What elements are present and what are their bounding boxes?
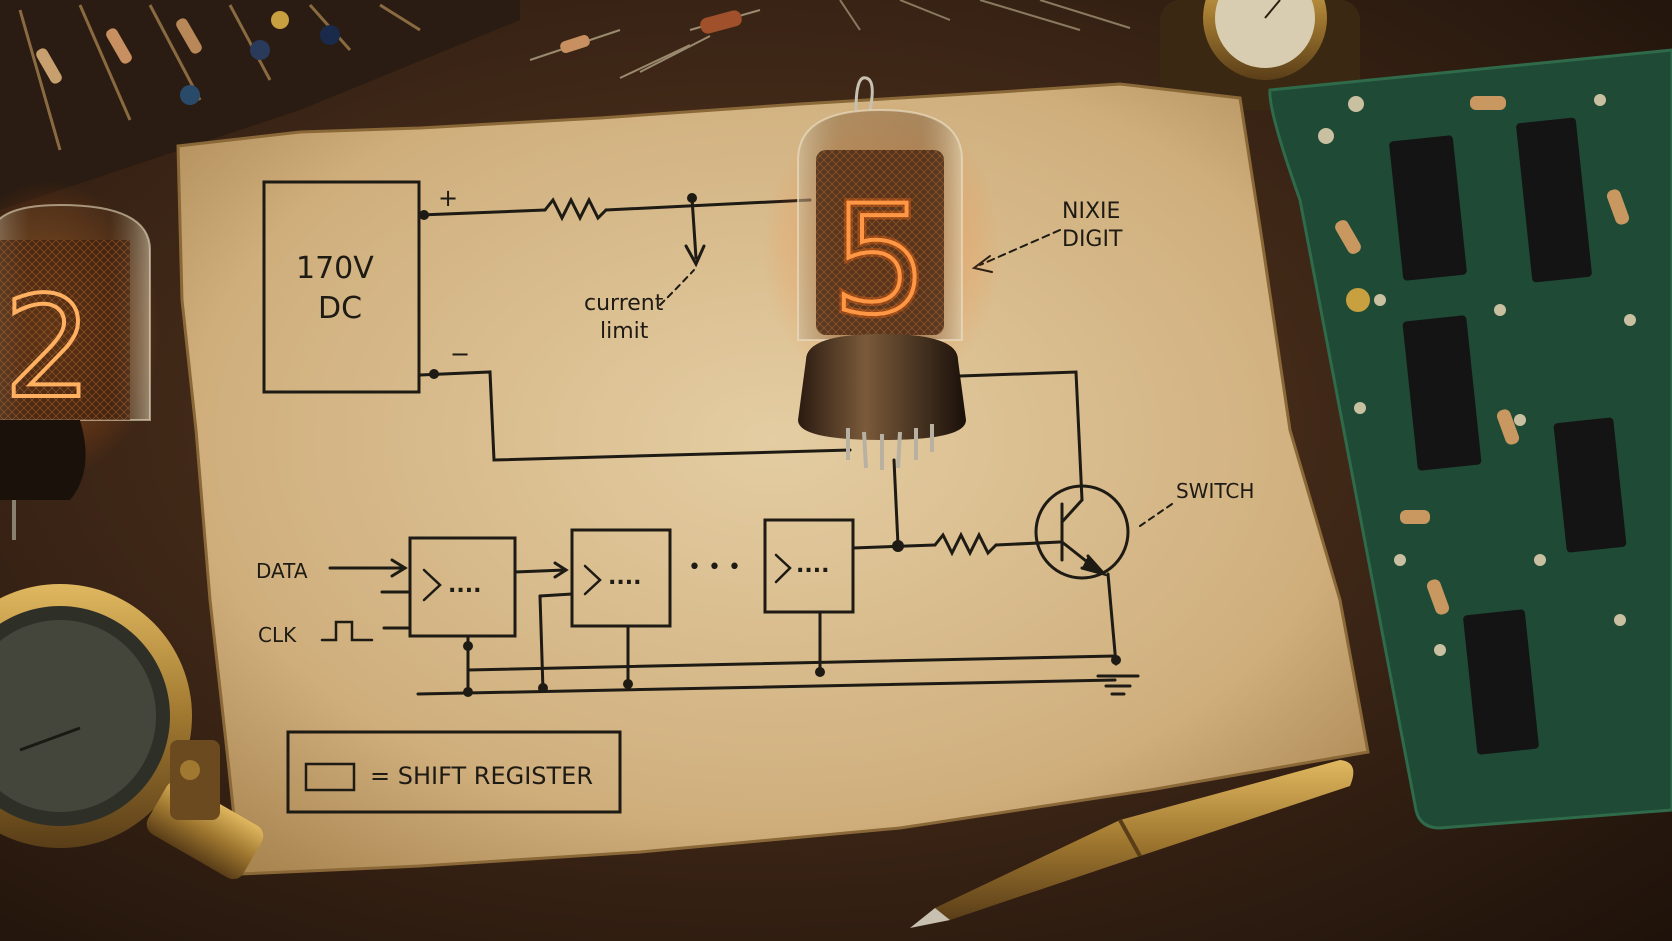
switch-label: SWITCH xyxy=(1176,479,1254,503)
legend-box xyxy=(286,730,622,814)
component-tray xyxy=(0,0,1131,210)
register-1-dots: .... xyxy=(448,573,481,598)
nixie-digit-main-glow: 5 xyxy=(832,174,927,348)
shift-register-1 xyxy=(408,536,517,638)
register-3-dots: .... xyxy=(796,553,829,578)
nixie-label-2: DIGIT xyxy=(1062,227,1123,252)
schematic-paper xyxy=(176,82,1370,876)
data-label: DATA xyxy=(256,559,308,583)
resistor-icon xyxy=(36,11,340,105)
chain-ellipsis: • • • xyxy=(688,555,741,580)
current-limit-resistor xyxy=(543,196,608,222)
brass-pen-icon xyxy=(910,760,1354,928)
transistor-switch xyxy=(1034,484,1130,580)
legend-symbol xyxy=(304,762,356,792)
clock-pulse-icon xyxy=(320,620,374,642)
circuit-board xyxy=(1268,48,1672,830)
nixie-digit-side: 2 xyxy=(3,267,92,430)
schematic-drawing xyxy=(262,180,1173,814)
loose-resistor-icon xyxy=(529,9,761,79)
nixie-tube-side: 2 xyxy=(0,180,160,540)
base-resistor xyxy=(933,531,998,557)
legend-text: = SHIFT REGISTER xyxy=(370,762,593,790)
shift-register-2 xyxy=(570,528,672,628)
nixie-label-1: NIXIE xyxy=(1062,199,1120,224)
magnifier-icon xyxy=(0,584,264,880)
current-limit-label-1: current xyxy=(584,291,664,316)
ground-icon xyxy=(1096,674,1140,696)
nixie-digit-main: 5 xyxy=(832,174,927,348)
minus-label: − xyxy=(450,340,470,368)
ic-chip-icons xyxy=(1389,117,1627,755)
supply-voltage-label: 170V xyxy=(296,251,374,286)
tube-pins xyxy=(846,424,934,470)
clk-label: CLK xyxy=(258,623,297,647)
pocket-watch-icon xyxy=(1160,0,1360,110)
supply-type-label: DC xyxy=(318,291,362,326)
register-2-dots: .... xyxy=(608,565,641,590)
pcb-pads xyxy=(1318,94,1636,656)
plus-label: + xyxy=(438,184,458,212)
pcb-resistors xyxy=(1335,96,1630,615)
current-limit-label-2: limit xyxy=(600,319,649,344)
nixie-tube-main: 5 5 xyxy=(762,76,1002,470)
shift-register-3 xyxy=(763,518,855,614)
junction-dots xyxy=(419,193,1121,697)
power-supply-box xyxy=(262,180,421,394)
